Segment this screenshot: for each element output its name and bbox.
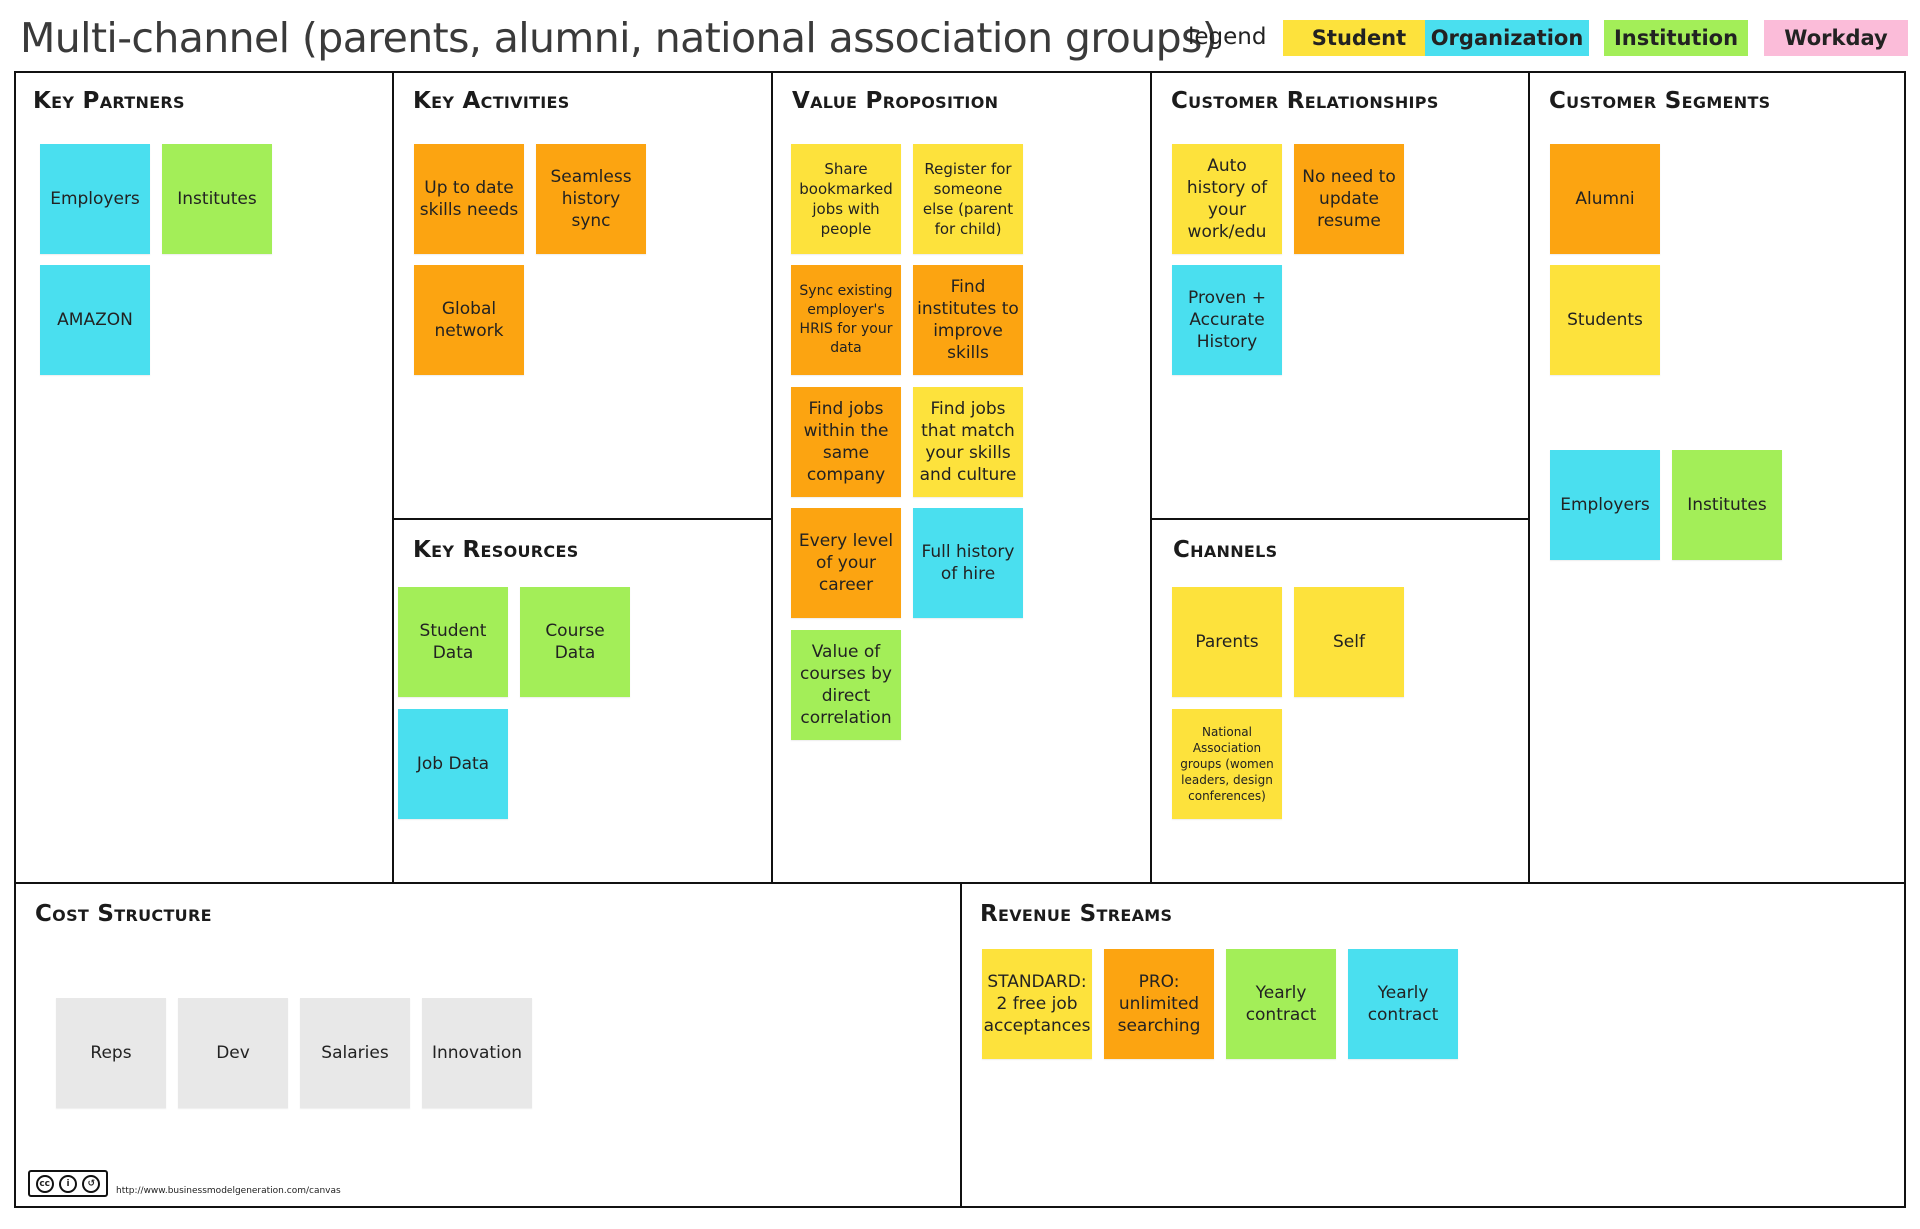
sticky-note[interactable]: Employers bbox=[1550, 450, 1660, 560]
sticky-note[interactable]: Institutes bbox=[162, 144, 272, 254]
sticky-note[interactable]: Find institutes to improve skills bbox=[913, 265, 1023, 375]
sticky-note[interactable]: Alumni bbox=[1550, 144, 1660, 254]
sticky-note[interactable]: Every level of your career bbox=[791, 508, 901, 618]
sticky-note[interactable]: Salaries bbox=[300, 998, 410, 1108]
attribution-icon: i bbox=[58, 1174, 77, 1193]
sticky-note[interactable]: Auto history of your work/edu bbox=[1172, 144, 1282, 254]
share-alike-icon: ↺ bbox=[82, 1174, 101, 1193]
legend-workday: Workday bbox=[1764, 20, 1908, 56]
sticky-note[interactable]: Yearly contract bbox=[1226, 949, 1336, 1059]
key-activities-title: Key Activities bbox=[413, 88, 570, 114]
revenue-streams-title: Revenue Streams bbox=[980, 901, 1173, 927]
divider bbox=[392, 518, 772, 520]
sticky-note[interactable]: Proven + Accurate History bbox=[1172, 265, 1282, 375]
divider bbox=[392, 72, 394, 883]
divider bbox=[771, 72, 773, 883]
divider bbox=[960, 882, 962, 1208]
sticky-note[interactable]: STANDARD: 2 free job acceptances bbox=[982, 949, 1092, 1059]
sticky-note[interactable]: Innovation bbox=[422, 998, 532, 1108]
sticky-note[interactable]: Parents bbox=[1172, 587, 1282, 697]
page-title: Multi-channel (parents, alumni, national… bbox=[20, 14, 1218, 62]
sticky-note[interactable]: Student Data bbox=[398, 587, 508, 697]
sticky-note[interactable]: Up to date skills needs bbox=[414, 144, 524, 254]
sticky-note[interactable]: National Association groups (women leade… bbox=[1172, 709, 1282, 819]
sticky-note[interactable]: Full history of hire bbox=[913, 508, 1023, 618]
canvas-source-url[interactable]: http://www.businessmodelgeneration.com/c… bbox=[116, 1186, 341, 1196]
customer-segments-title: Customer Segments bbox=[1549, 88, 1771, 114]
sticky-note[interactable]: Find jobs that match your skills and cul… bbox=[913, 387, 1023, 497]
sticky-note[interactable]: AMAZON bbox=[40, 265, 150, 375]
sticky-note[interactable]: Value of courses by direct correlation bbox=[791, 630, 901, 740]
divider bbox=[1150, 72, 1152, 883]
sticky-note[interactable]: Share bookmarked jobs with people bbox=[791, 144, 901, 254]
legend-organization: Organization bbox=[1425, 20, 1589, 56]
sticky-note[interactable]: Course Data bbox=[520, 587, 630, 697]
sticky-note[interactable]: Find jobs within the same company bbox=[791, 387, 901, 497]
sticky-note[interactable]: No need to update resume bbox=[1294, 144, 1404, 254]
cc-icon: cc bbox=[35, 1174, 54, 1193]
sticky-note[interactable]: Sync existing employer's HRIS for your d… bbox=[791, 265, 901, 375]
legend-label: legend bbox=[1188, 24, 1267, 50]
sticky-note[interactable]: Reps bbox=[56, 998, 166, 1108]
sticky-note[interactable]: PRO: unlimited searching bbox=[1104, 949, 1214, 1059]
customer-relationships-title: Customer Relationships bbox=[1171, 88, 1439, 114]
sticky-note[interactable]: Self bbox=[1294, 587, 1404, 697]
sticky-note[interactable]: Students bbox=[1550, 265, 1660, 375]
sticky-note[interactable]: Dev bbox=[178, 998, 288, 1108]
sticky-note[interactable]: Register for someone else (parent for ch… bbox=[913, 144, 1023, 254]
divider bbox=[1150, 518, 1530, 520]
key-resources-title: Key Resources bbox=[413, 537, 579, 563]
cost-structure-title: Cost Structure bbox=[35, 901, 212, 927]
sticky-note[interactable]: Job Data bbox=[398, 709, 508, 819]
sticky-note[interactable]: Global network bbox=[414, 265, 524, 375]
legend-institution: Institution bbox=[1604, 20, 1748, 56]
divider bbox=[1528, 72, 1530, 883]
sticky-note[interactable]: Seamless history sync bbox=[536, 144, 646, 254]
sticky-note[interactable]: Institutes bbox=[1672, 450, 1782, 560]
creative-commons-license-icon: cc i ↺ bbox=[28, 1170, 108, 1197]
channels-title: Channels bbox=[1173, 537, 1278, 563]
key-partners-title: Key Partners bbox=[33, 88, 185, 114]
legend-student: Student bbox=[1283, 20, 1435, 56]
value-proposition-title: Value Proposition bbox=[792, 88, 999, 114]
sticky-note[interactable]: Employers bbox=[40, 144, 150, 254]
sticky-note[interactable]: Yearly contract bbox=[1348, 949, 1458, 1059]
